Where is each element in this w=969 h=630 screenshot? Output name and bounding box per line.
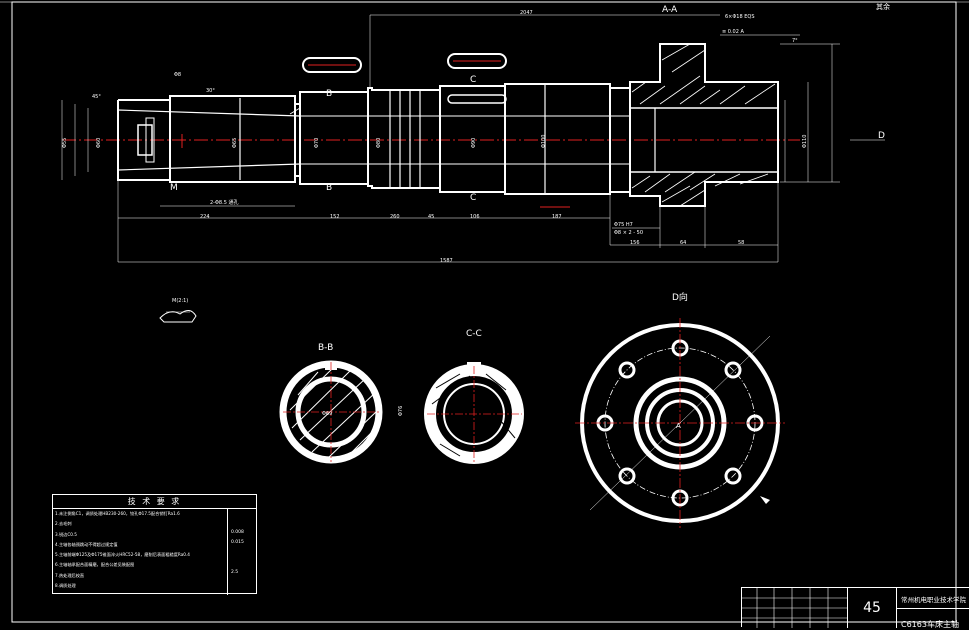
section-cc-label: C-C [466, 329, 482, 339]
dim-bottom-9: 58 [738, 240, 744, 246]
dim-bottom-2: 152 [330, 214, 340, 220]
dia-6: Φ90 [471, 138, 477, 148]
view-d [575, 318, 785, 528]
tech-line-5: 5.主轴前端Φ125及Φ175锥面淬火HRC52-58，磨削后表面粗糙度Ra0.… [55, 552, 190, 558]
tech-line-1: 1.未注倒角C1，调质处理HB230-260，铰孔Φ17.5配合销钉Ra1.6 [55, 511, 180, 516]
dia-1: Φ55 [62, 138, 68, 148]
tech-value-4 [231, 558, 256, 568]
view-d-label: D向 [672, 291, 688, 303]
marker-b-bottom: B [326, 183, 332, 193]
dia-5: Φ80 [376, 138, 382, 148]
title-block-grid [742, 588, 847, 628]
top-right-note: 其余 [876, 2, 890, 11]
tech-line-2: 2.去毛刺 [55, 521, 72, 527]
sub-dim-2: Φ75 H7 [614, 222, 633, 228]
marker-c-bottom: C [470, 193, 476, 203]
dim-bottom-7: 156 [630, 240, 640, 246]
main-shaft-view [62, 43, 800, 207]
marker-c-top: C [470, 75, 476, 85]
section-cc-dim: Φ76 [398, 406, 404, 416]
dia-8: Φ110 [802, 135, 808, 148]
drawing-name: C6163车床主轴 [901, 620, 959, 629]
dimension-lines [61, 14, 885, 263]
dim-bottom-5: 106 [470, 214, 480, 220]
dim-bottom-4: 45 [428, 214, 434, 220]
tech-value-2: 0.015 [231, 540, 244, 545]
dia-2: Φ60 [96, 138, 102, 148]
tech-value-1: 0.008 [231, 530, 244, 535]
view-d-a-marker: A [676, 422, 681, 430]
section-label-aa: A-A [662, 5, 678, 15]
red-annotations [181, 134, 570, 208]
sub-dim-1: 2-Φ8.5 通孔 [210, 199, 238, 206]
dim-bottom-6: 187 [552, 214, 562, 220]
shaft-outline [117, 43, 779, 207]
marker-d: D [878, 131, 885, 141]
overall-length-dim: 1587 [440, 258, 453, 264]
dim-bottom-3: 260 [390, 214, 400, 220]
keyway-top-right [447, 53, 507, 69]
small-label-3: 30° [206, 88, 215, 94]
tech-line-8: 8.调质处理 [55, 583, 76, 589]
section-bb-view [279, 360, 383, 464]
tolerance-frame: ≡ 0.02 A [722, 29, 745, 35]
small-label-4: 7° [792, 38, 798, 44]
tech-requirements-table: 技 术 要 求 1.未注倒角C1，调质处理HB230-260，铰孔Φ17.5配合… [52, 494, 257, 595]
flange-hatch [289, 43, 776, 207]
tech-line-4: 4.主轴各轴颈跳动不得超过规定值 [55, 541, 118, 547]
dia-4: Φ70 [314, 138, 320, 148]
tech-value-5: 2.5 [231, 570, 239, 575]
small-label-2: 45° [92, 94, 101, 100]
tech-line-6: 6.主轴轴承配合面精磨，配合公差见装配图 [55, 562, 135, 568]
title-block: 45 常州机电职业技术学院 C6163车床主轴 [741, 587, 969, 629]
marker-m: M [170, 183, 178, 193]
dia-7: Φ100 [541, 135, 547, 148]
dim-bottom-8: 64 [680, 240, 686, 246]
dim-bottom-1: 224 [200, 214, 210, 220]
marker-b-top: B [326, 89, 332, 99]
school-name: 常州机电职业技术学院 [897, 588, 969, 609]
small-label-1: Φ8 [174, 72, 181, 78]
detail-m [159, 310, 197, 323]
sub-dim-3: Φ8 × 2 - 50 [614, 230, 643, 236]
section-cc-view [424, 362, 524, 464]
detail-m-label: M(2:1) [172, 298, 188, 304]
tech-requirements-title: 技 术 要 求 [53, 495, 256, 509]
sheet-number: 45 [847, 588, 897, 628]
tech-value-3 [231, 548, 256, 558]
tech-line-3: 3.锐边C0.5 [55, 531, 77, 537]
tech-line-7: 7.热处理后校直 [55, 572, 85, 578]
keyway-top-left [302, 57, 362, 73]
section-bb-label: B-B [318, 343, 333, 353]
section-bb-dim: Φ69 [322, 411, 332, 417]
dia-3: Φ65 [232, 138, 238, 148]
spline-note: 6×Φ18 EQS [725, 14, 755, 20]
top-length-dim: 2047 [520, 10, 533, 16]
